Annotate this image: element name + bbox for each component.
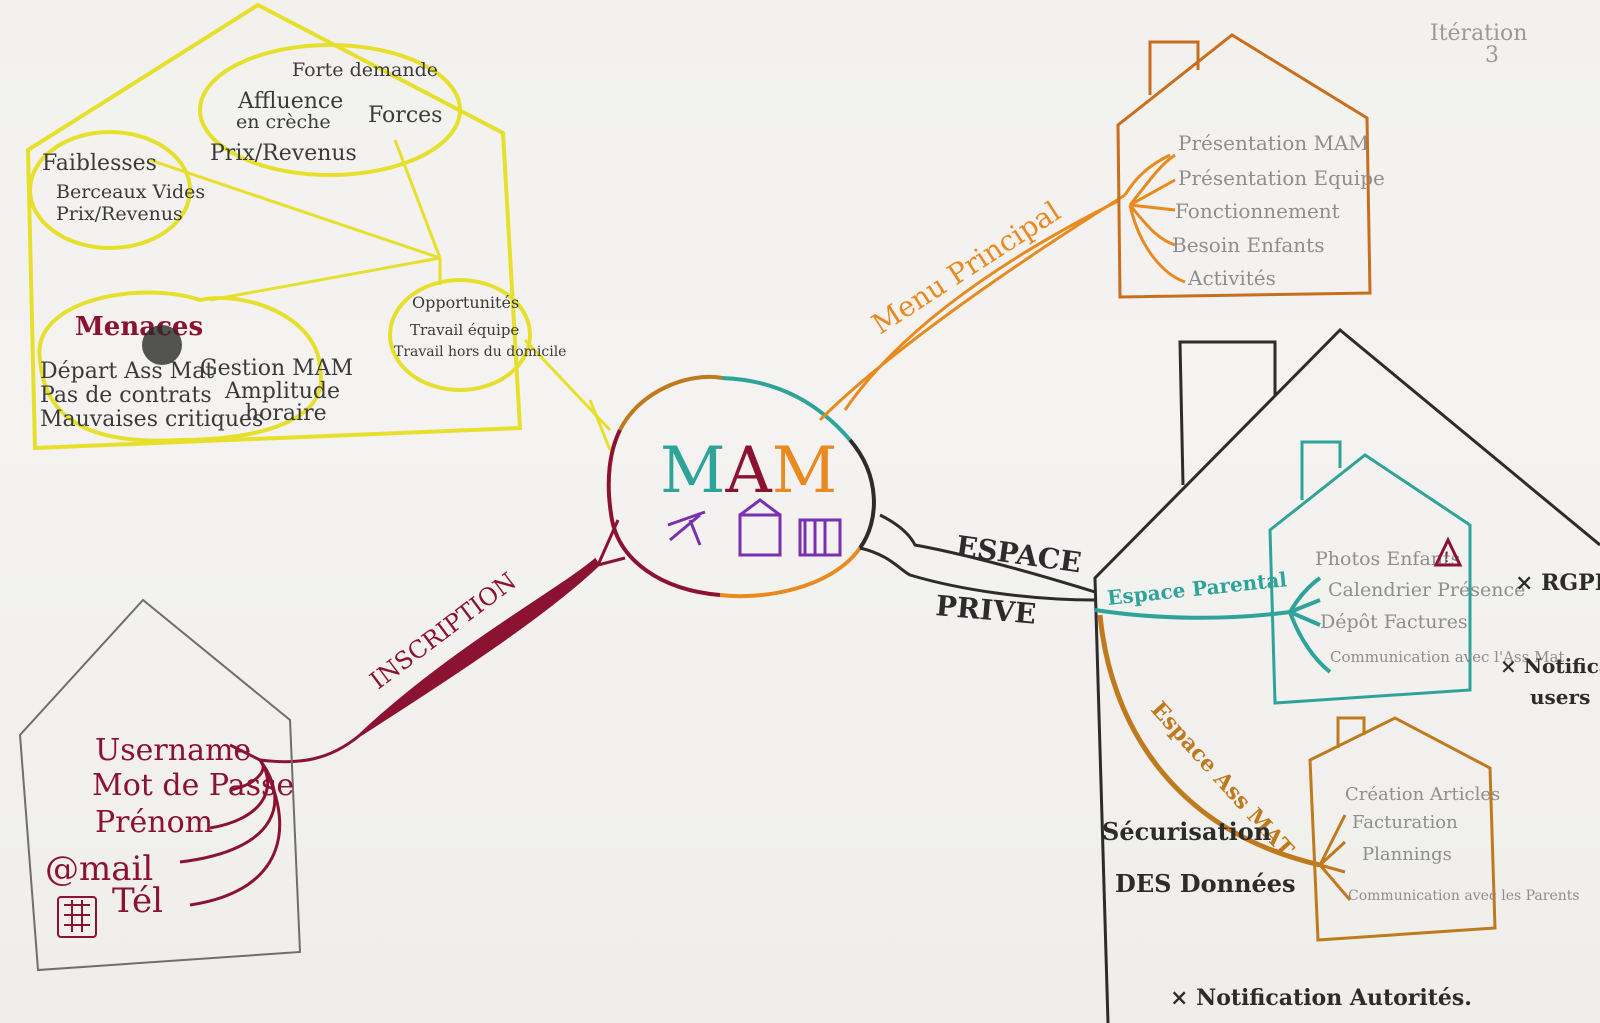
parental-item: Calendrier Présence	[1328, 579, 1525, 601]
assmat-item: Facturation	[1352, 812, 1458, 833]
parental-house	[1094, 440, 1472, 705]
assmat-items: Création Articles Facturation Plannings …	[1345, 784, 1580, 904]
faiblesses-item-2: Prix/Revenus	[56, 203, 183, 225]
inscription-branch	[259, 519, 626, 764]
opportunites-item-1: Travail équipe	[410, 321, 519, 339]
inscription-forks	[179, 743, 282, 907]
assmat-house	[1097, 614, 1497, 942]
center-title: MAM	[660, 434, 837, 508]
forces-bubble	[198, 43, 462, 177]
faiblesses-bubble	[28, 130, 192, 250]
faiblesses-title: Faiblesses	[42, 151, 157, 176]
swot-house	[25, 2, 612, 451]
forces-item-1: Forte demande	[292, 59, 438, 81]
menu-house	[1116, 33, 1372, 299]
menu-item: Présentation MAM	[1178, 131, 1369, 155]
inscription-item: Tél	[112, 881, 163, 921]
parental-item: Dépôt Factures	[1320, 611, 1468, 633]
inscription-item: Mot de Passe	[92, 768, 294, 803]
forces-item-2a: Affluence	[237, 89, 343, 114]
parental-item: Photos Enfants	[1315, 548, 1460, 570]
iteration-text: Itération	[1430, 21, 1527, 46]
menaces-item-1: Départ Ass Mat	[40, 359, 214, 384]
opportunites-title: Opportunités	[412, 293, 519, 312]
notif-users-line-1: × Notification	[1500, 654, 1600, 678]
menu-item: Activités	[1187, 266, 1276, 290]
parental-branch-label: Espace Parental	[1106, 567, 1288, 610]
swot-connectors	[149, 139, 612, 451]
inscription-house	[18, 598, 302, 972]
menu-branch-label: Menu Principal	[866, 195, 1067, 341]
warning-icon: !	[1433, 536, 1463, 567]
forces-item-3: Prix/Revenus	[210, 141, 357, 166]
notif-autorites-note: × Notification Autorités.	[1170, 985, 1472, 1011]
forces-item-2b: en crèche	[236, 111, 331, 133]
menu-items: Présentation MAM Présentation Equipe Fon…	[1172, 131, 1385, 290]
menaces-item-5a: Amplitude	[224, 379, 340, 404]
rgpd-note: × RGPD	[1515, 570, 1600, 596]
menu-item: Besoin Enfants	[1172, 233, 1324, 257]
forces-title: Forces	[368, 103, 442, 128]
faiblesses-item-1: Berceaux Vides	[56, 181, 205, 203]
menaces-item-5b: horaire	[245, 401, 327, 426]
menu-item: Fonctionnement	[1175, 199, 1340, 223]
inscription-item: Prénom	[95, 805, 213, 840]
menu-branch	[818, 153, 1171, 422]
notif-users-line-2: users	[1530, 685, 1590, 709]
svg-text:!: !	[1444, 550, 1450, 566]
menaces-item-4: Gestion MAM	[200, 356, 353, 381]
prive-notes: Sécurisation DES Données × RGPD × Notifi…	[1102, 570, 1600, 1011]
inscription-item: Username	[95, 733, 251, 768]
menaces-title: Menaces	[75, 312, 203, 342]
prive-branch	[859, 513, 1096, 602]
parental-items: Photos Enfants Calendrier Présence Dépôt…	[1315, 536, 1564, 666]
menaces-item-3: Mauvaises critiques	[40, 407, 263, 432]
assmat-item: Plannings	[1362, 844, 1452, 865]
opportunites-bubble	[388, 278, 532, 392]
opportunites-item-2: Travail hors du domicile	[394, 344, 566, 360]
center-node: MAM	[606, 374, 876, 599]
iteration-number: 3	[1485, 43, 1499, 68]
prive-house	[1093, 327, 1600, 1023]
phone-icon	[57, 896, 97, 938]
assmat-item: Création Articles	[1345, 784, 1500, 805]
inscription-items: Username Mot de Passe Prénom @mail Tél	[45, 733, 294, 938]
assmat-item: Communication avec les Parents	[1348, 888, 1580, 904]
menaces-bubble	[37, 290, 323, 443]
iteration-label: Itération 3	[1430, 21, 1527, 68]
menu-item: Présentation Equipe	[1178, 166, 1385, 190]
center-drawing-icon	[667, 498, 842, 557]
inscription-item: @mail	[45, 849, 153, 889]
swot-texts: Forte demande Forces Affluence en crèche…	[40, 59, 566, 432]
covid-scribble-icon	[142, 325, 182, 365]
securisation-line-2: DES Données	[1115, 869, 1296, 898]
swot-house-outline	[25, 2, 523, 451]
menaces-item-2: Pas de contrats	[40, 383, 212, 408]
prive-label-1: ESPACE	[954, 529, 1083, 579]
parental-item: Communication avec l'Ass Mat	[1330, 648, 1564, 666]
securisation-line-1: Sécurisation	[1102, 817, 1271, 846]
